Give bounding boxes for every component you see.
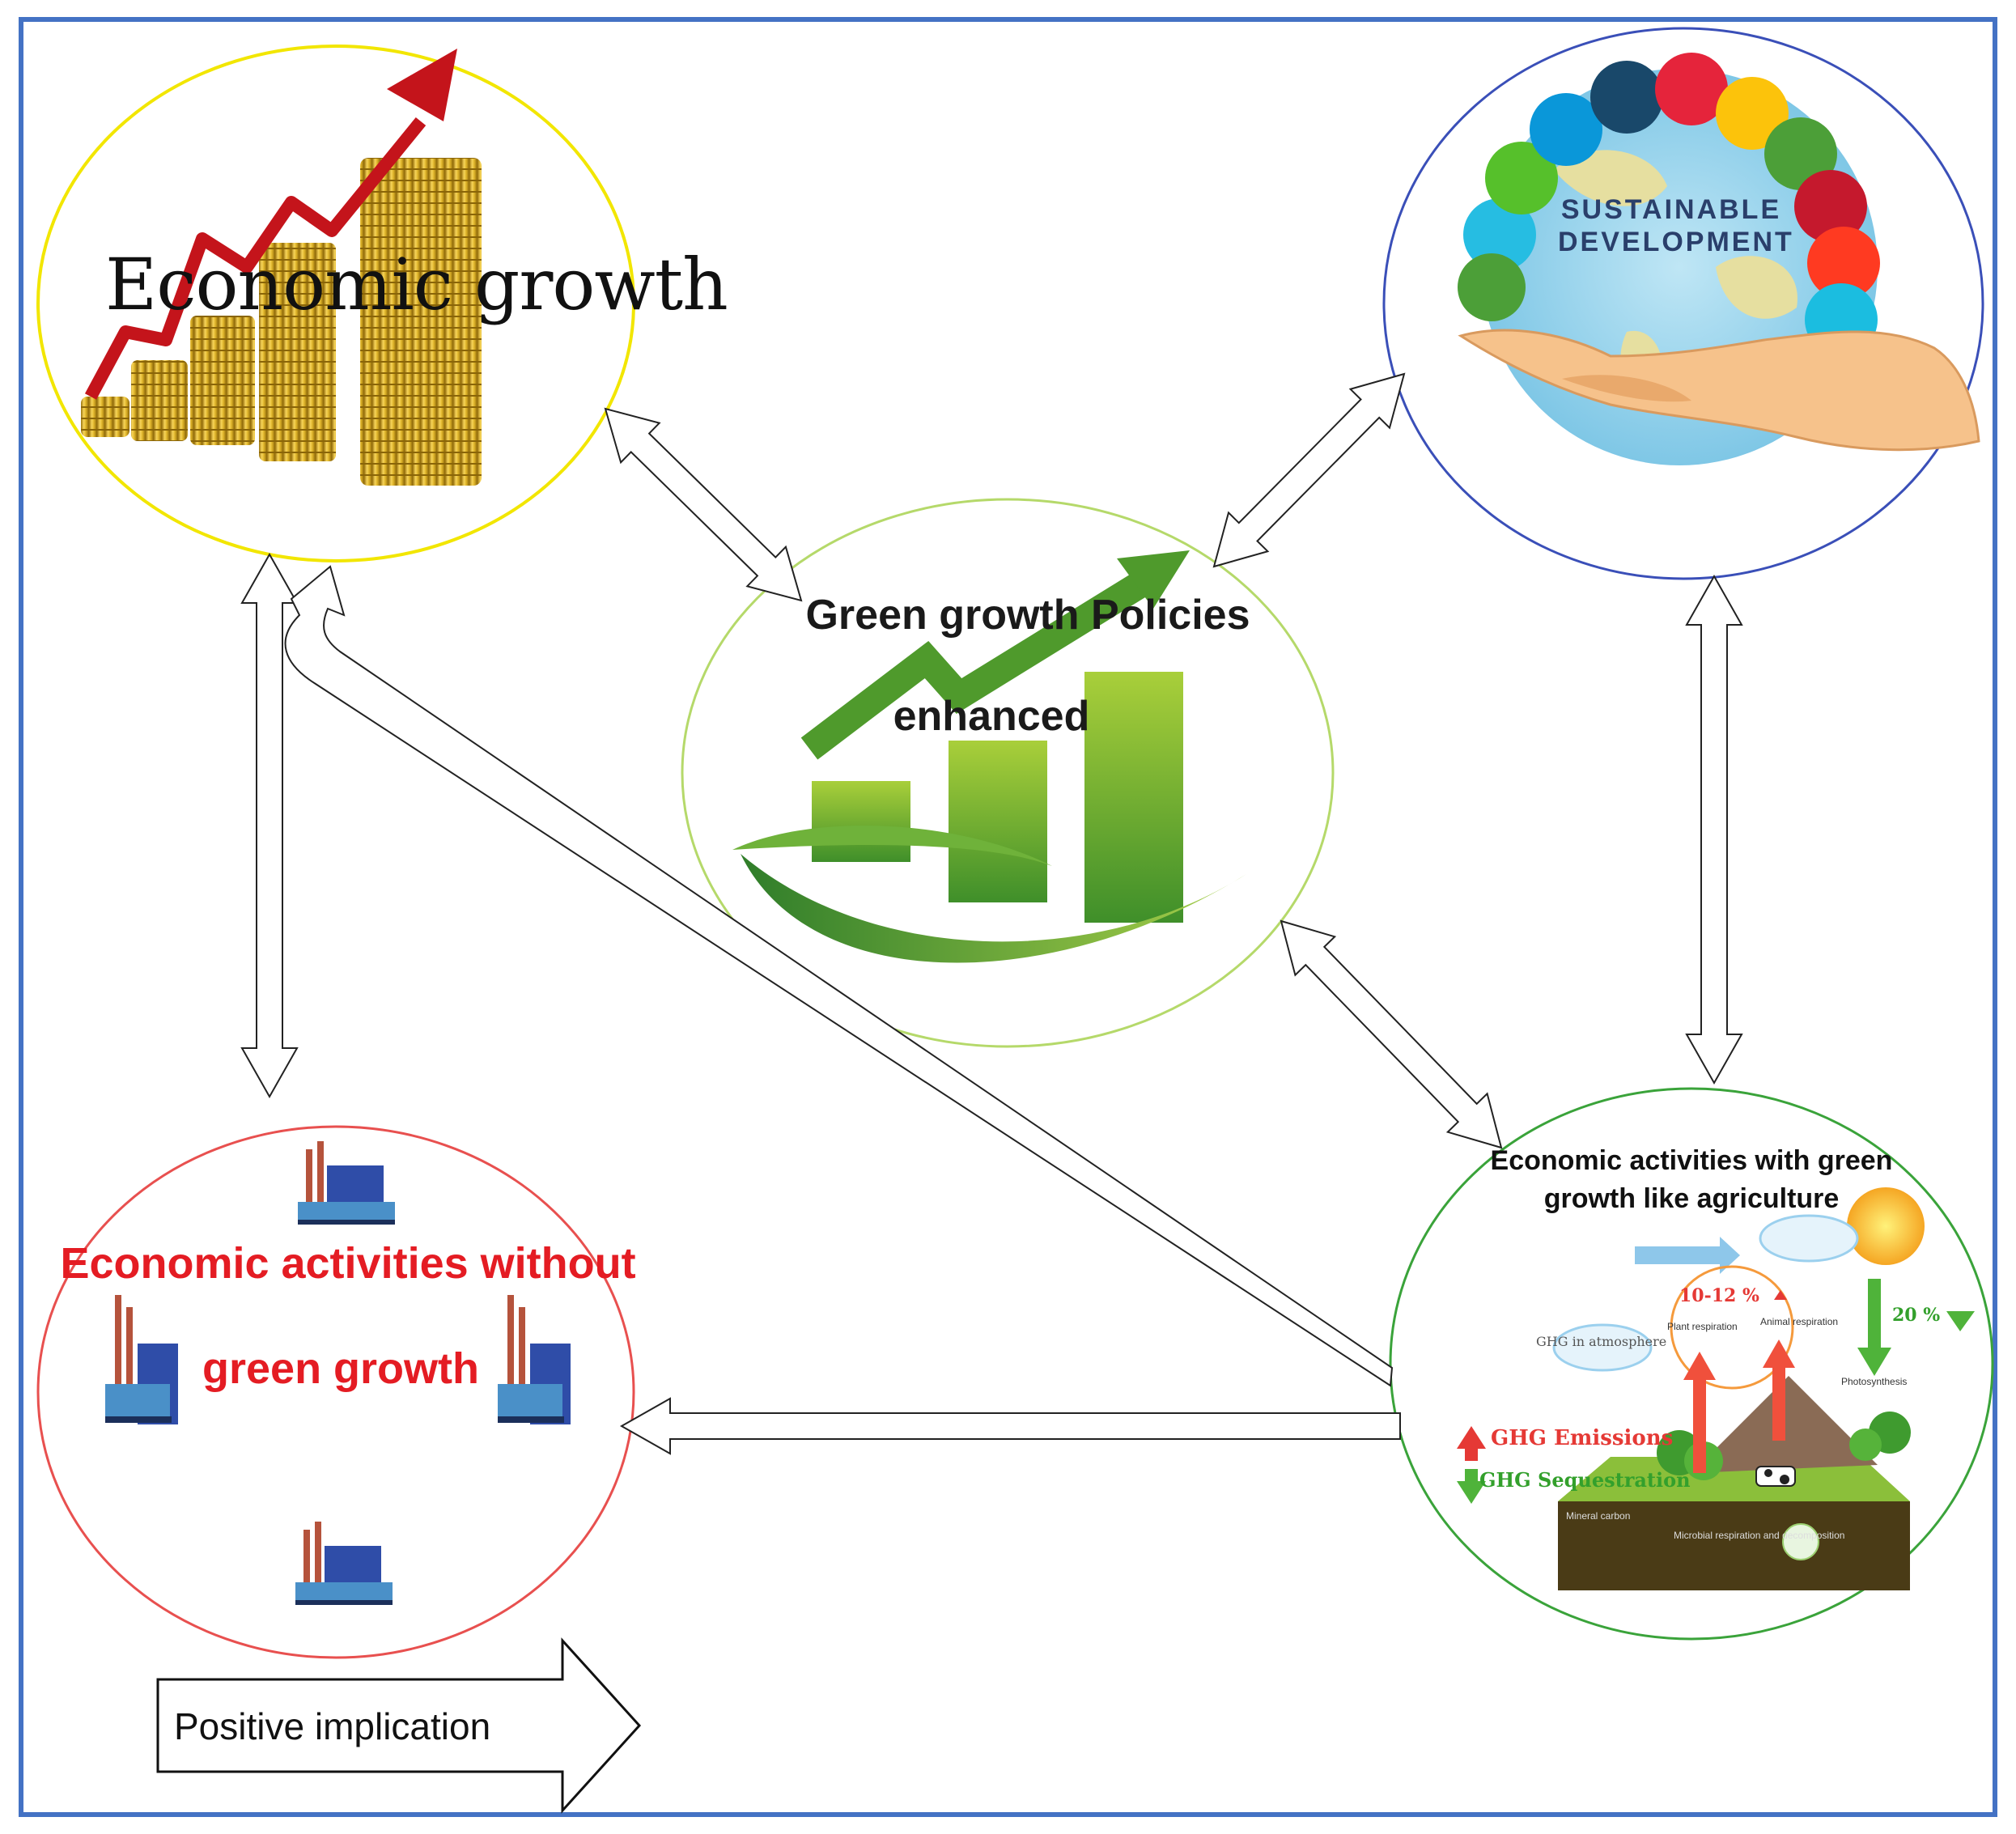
coin-stack-icon bbox=[81, 158, 482, 486]
microbial-label: Microbial respiration and decomposition bbox=[1674, 1530, 1845, 1541]
continent-shape-2 bbox=[1716, 256, 1797, 319]
green-policies-node bbox=[681, 498, 1335, 1048]
wind-arrowhead bbox=[1720, 1237, 1740, 1274]
legend-label: Positive implication bbox=[174, 1705, 491, 1747]
factory-icon bbox=[498, 1295, 571, 1424]
red-trend-arrowhead bbox=[387, 49, 457, 121]
arrow-policies-to-with-green bbox=[1280, 919, 1503, 1149]
factory-icon bbox=[105, 1295, 178, 1424]
arrow-policies-to-sd bbox=[1212, 372, 1406, 568]
without-green-node bbox=[36, 1125, 635, 1659]
pct-down-arrow-icon bbox=[1946, 1311, 1975, 1331]
policy-bar-3 bbox=[1084, 672, 1183, 923]
microbe-icon bbox=[1782, 1523, 1819, 1560]
green-policies-label-line2: enhanced bbox=[893, 693, 1090, 740]
arrow-growth-to-without bbox=[240, 552, 299, 1099]
ghg-emissions-arrow-icon bbox=[1457, 1426, 1486, 1461]
wind-arrow-icon bbox=[1635, 1246, 1724, 1264]
without-green-circle bbox=[36, 1125, 635, 1659]
photosynthesis-arrow bbox=[1868, 1279, 1881, 1352]
plant-respiration-arrowhead bbox=[1683, 1352, 1716, 1380]
photosynthesis-percent-label: 20 % bbox=[1892, 1305, 1941, 1326]
ground-top bbox=[1558, 1457, 1910, 1501]
economic-growth-label: Economic growth bbox=[105, 243, 728, 326]
photosynthesis-arrowhead bbox=[1857, 1348, 1891, 1376]
sustainable-development-label-line1: SUSTAINABLE bbox=[1560, 194, 1782, 225]
ghg-emissions-label: GHG Emissions bbox=[1491, 1426, 1674, 1450]
sustainable-development-node bbox=[1382, 27, 1984, 580]
sdg-ring-icon bbox=[1458, 53, 1880, 356]
arrow-with-green-to-growth bbox=[284, 565, 1394, 1387]
leaf-icon bbox=[741, 854, 1246, 963]
pct-up-arrow-icon bbox=[1774, 1290, 1787, 1300]
respiration-circle bbox=[1670, 1265, 1794, 1390]
plant-respiration-label: Plant respiration bbox=[1667, 1321, 1738, 1332]
thumb-icon bbox=[1562, 375, 1691, 402]
hand-icon bbox=[1458, 329, 1980, 452]
factory-icon bbox=[295, 1522, 393, 1605]
plant-respiration-arrow bbox=[1693, 1376, 1706, 1473]
with-green-node bbox=[1389, 1087, 1994, 1641]
respiration-percent-label: 10-12 % bbox=[1679, 1285, 1759, 1306]
cloud-icon-atmosphere bbox=[1552, 1323, 1653, 1372]
animal-respiration-arrowhead bbox=[1763, 1339, 1795, 1368]
photosynthesis-label: Photosynthesis bbox=[1841, 1376, 1908, 1387]
ghg-sequestration-label: GHG Sequestration bbox=[1479, 1468, 1691, 1492]
connectors bbox=[240, 372, 1743, 1455]
leaf-top-icon bbox=[732, 826, 1052, 866]
cloud-icon bbox=[1759, 1214, 1859, 1263]
without-green-label-line1: Economic activities without bbox=[60, 1239, 636, 1288]
policy-bar-1 bbox=[812, 781, 910, 862]
green-policies-label-line1: Green growth Policies bbox=[805, 592, 1250, 639]
arrow-sd-to-with-green bbox=[1685, 574, 1743, 1085]
sustainable-development-label-line2: DEVELOPMENT bbox=[1558, 227, 1794, 257]
continent-shape bbox=[1554, 150, 1667, 206]
outer-frame bbox=[19, 17, 1997, 1817]
legend-positive-implication-arrow bbox=[156, 1637, 642, 1814]
factory-icon bbox=[298, 1141, 395, 1225]
soil-block bbox=[1558, 1501, 1910, 1590]
economic-growth-node bbox=[36, 45, 635, 563]
arrow-growth-to-policies bbox=[604, 407, 803, 602]
with-green-label-line2: growth like agriculture bbox=[1543, 1183, 1840, 1214]
sun-icon bbox=[1847, 1187, 1925, 1265]
red-trend-arrow-icon bbox=[84, 117, 427, 400]
without-green-label-line2: green growth bbox=[202, 1344, 480, 1393]
animal-respiration-label: Animal respiration bbox=[1760, 1316, 1839, 1327]
ghg-sequestration-arrow-icon bbox=[1457, 1469, 1486, 1504]
arrow-with-to-without bbox=[619, 1397, 1401, 1455]
animal-respiration-arrow bbox=[1772, 1364, 1785, 1441]
with-green-label-line1: Economic activities with green bbox=[1490, 1145, 1893, 1176]
cow-icon bbox=[1755, 1466, 1796, 1487]
policy-bar-2 bbox=[949, 741, 1047, 902]
green-trend-arrow-icon bbox=[800, 567, 1157, 760]
green-trend-arrowhead bbox=[1117, 550, 1190, 609]
ghg-atmosphere-label: GHG in atmosphere bbox=[1536, 1334, 1667, 1349]
mineral-carbon-label: Mineral carbon bbox=[1566, 1510, 1631, 1522]
